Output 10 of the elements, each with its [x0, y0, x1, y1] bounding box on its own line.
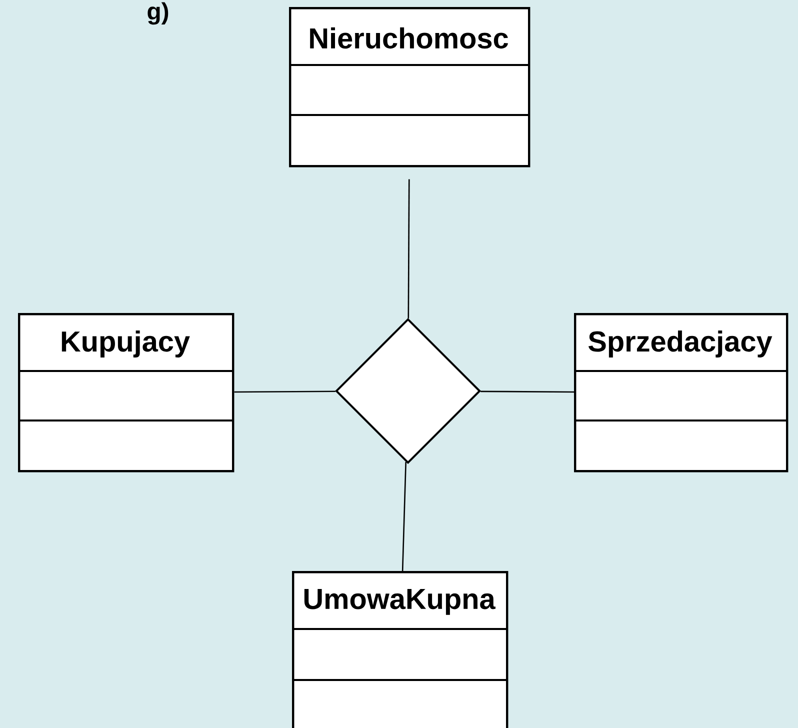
- connector-line: [402, 462, 406, 572]
- class-box: Nieruchomosc: [289, 7, 530, 168]
- panel-label: g): [148, 2, 168, 25]
- class-box: Sprzedacjacy: [574, 313, 788, 472]
- diamond-shape: [335, 318, 481, 464]
- class-box: Kupujacy: [18, 313, 234, 472]
- class-box: UmowaKupna: [292, 571, 508, 728]
- connector-line: [234, 390, 336, 393]
- connector-line: [408, 179, 410, 318]
- connector-line: [480, 390, 574, 393]
